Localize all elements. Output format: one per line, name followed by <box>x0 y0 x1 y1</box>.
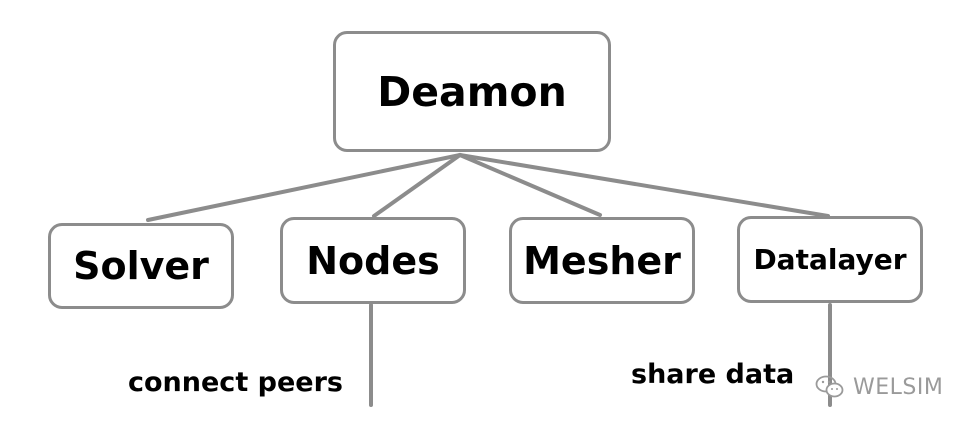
share-data-label: share data <box>631 359 795 390</box>
edge-deamon-solver <box>146 153 462 222</box>
watermark-text: WELSIM <box>853 374 944 400</box>
watermark: WELSIM <box>815 374 943 400</box>
datalayer-label: Datalayer <box>753 243 907 276</box>
edge-deamon-nodes <box>372 153 462 218</box>
connect-peers-label: connect peers <box>128 367 343 398</box>
solver-box: Solver <box>48 223 234 309</box>
solver-label: Solver <box>73 244 209 288</box>
wechat-icon <box>815 375 844 398</box>
edge-deamon-datalayer <box>458 153 830 218</box>
datalayer-box: Datalayer <box>737 216 923 303</box>
mesher-label: Mesher <box>523 238 681 283</box>
nodes-label: Nodes <box>306 238 440 283</box>
deamon-box: Deamon <box>333 31 611 152</box>
edge-deamon-mesher <box>458 153 602 217</box>
nodes-box: Nodes <box>280 217 466 304</box>
deamon-label: Deamon <box>377 67 567 116</box>
mesher-box: Mesher <box>509 217 695 304</box>
